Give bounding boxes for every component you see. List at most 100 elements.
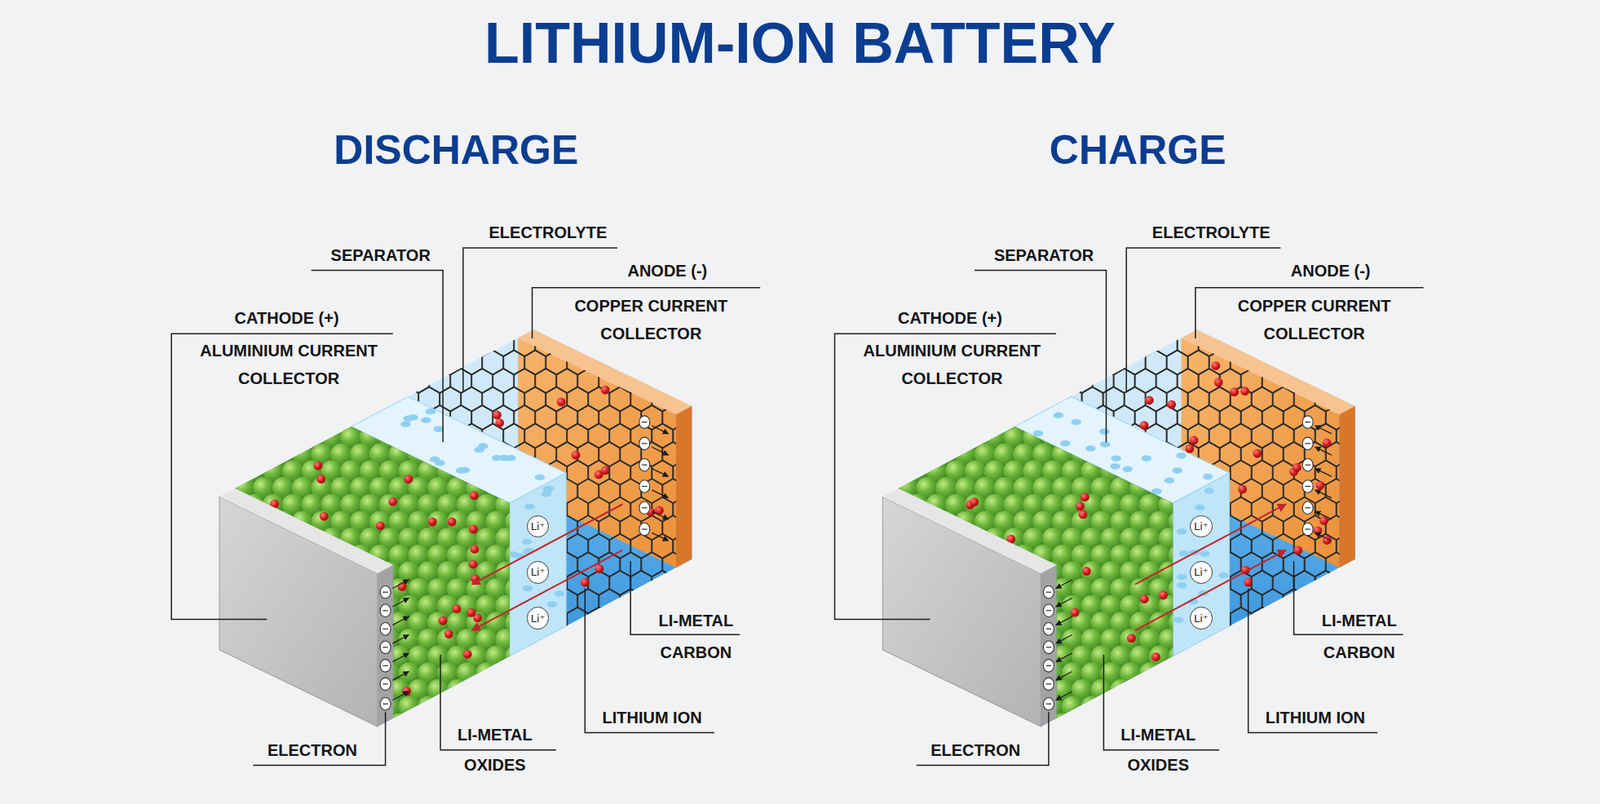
pore (543, 486, 554, 493)
oxide-sphere (466, 443, 488, 465)
lithium-atom (595, 564, 605, 574)
pore (499, 455, 510, 462)
carbon-ring (450, 331, 472, 357)
oxide-sphere (398, 696, 420, 718)
oxide-sphere (1100, 426, 1122, 448)
lithium-atom (438, 616, 448, 626)
oxide-sphere (925, 426, 947, 448)
oxide-sphere (877, 679, 899, 701)
carbon-ring (1219, 331, 1242, 357)
electrons (1043, 415, 1331, 711)
part-label: ALUMINIUM CURRENT COLLECTOR (186, 336, 391, 393)
oxide-sphere (504, 679, 526, 701)
oxide-sphere (1071, 410, 1093, 432)
oxide-sphere (945, 696, 967, 718)
electron-arrow (1056, 671, 1073, 681)
oxide-sphere (954, 410, 977, 432)
oxide-sphere (504, 645, 526, 668)
electron-arrow (1315, 490, 1332, 499)
part-label: CATHODE (+) (897, 307, 1003, 329)
carbon-ring (672, 570, 694, 596)
oxide-sphere (877, 443, 899, 465)
copper-collector-edge (1339, 406, 1355, 568)
carbon-ring (587, 349, 610, 375)
leader-line (171, 333, 394, 619)
copper-collector-edge (676, 406, 692, 568)
pore (522, 585, 534, 593)
oxide-sphere (224, 459, 246, 482)
carbon-ring (471, 331, 493, 357)
oxide-sphere (252, 712, 275, 734)
leader-line (835, 333, 1057, 619)
oxide-sphere (214, 679, 236, 701)
lithium-atom (556, 397, 566, 407)
oxide-sphere (214, 712, 236, 734)
part-label: ELECTRON (267, 739, 358, 761)
pore (1033, 430, 1044, 438)
oxide-sphere (282, 426, 304, 448)
electron (639, 458, 650, 472)
electron-arrow (1056, 653, 1073, 663)
part-label: OXIDES (464, 754, 526, 776)
lithium-atom (319, 512, 329, 522)
pore (1110, 455, 1122, 462)
ion-symbol: Li⁺ (530, 612, 546, 625)
carbon-ring (683, 515, 705, 540)
oxide-sphere (994, 712, 1016, 734)
carbon-ring (1050, 368, 1072, 394)
part-label: OXIDES (1127, 754, 1189, 776)
carbon-ring (1241, 625, 1263, 650)
electron-arrow (651, 490, 668, 499)
ion-symbol: Li⁺ (1193, 612, 1209, 625)
panel-heading: CHARGE (1049, 125, 1227, 175)
lithium-atom (467, 608, 477, 618)
oxide-sphere (897, 712, 919, 734)
battery-cells (171, 247, 1424, 765)
carbon-ring (683, 405, 705, 430)
electron-sign (382, 683, 389, 685)
part-label: ANODE (-) (1290, 260, 1371, 282)
aluminium-collector-edge (377, 565, 394, 727)
oxide-sphere (887, 459, 909, 482)
carbon-ring (1347, 588, 1369, 614)
oxide-sphere (897, 679, 919, 701)
oxide-sphere (233, 712, 255, 734)
carbon-ring (1347, 552, 1369, 577)
oxide-sphere (1149, 410, 1171, 432)
oxide-sphere (301, 696, 323, 718)
lithium-atom (428, 517, 438, 526)
oxide-sphere (446, 443, 469, 465)
carbon-ring (1145, 313, 1167, 338)
oxide-sphere (877, 712, 899, 734)
lithium-atom (1252, 449, 1262, 459)
carbon-ring (1336, 460, 1358, 486)
lithium-atom (1316, 481, 1326, 491)
electron-arrow (392, 691, 409, 701)
ion-flow-arrows (1135, 503, 1287, 631)
lithium-atom (1214, 378, 1224, 388)
electron (639, 522, 650, 536)
oxide-sphere (437, 426, 459, 448)
lithium-atom (1166, 400, 1176, 410)
pore (420, 417, 432, 425)
carbon-ring (1347, 478, 1369, 504)
lithium-atom (1078, 510, 1088, 520)
oxide-sphere (935, 712, 957, 734)
lithium-atom (1144, 396, 1154, 406)
part-label: LI-METAL (658, 609, 734, 632)
carbon-ring (640, 588, 663, 614)
oxide-sphere (252, 410, 275, 432)
lithium-atom (447, 517, 457, 527)
oxide-sphere (262, 426, 284, 448)
oxide-sphere (476, 662, 498, 684)
carbon-ring (1071, 331, 1093, 357)
separator-pores (1033, 412, 1229, 624)
carbon-ring (683, 478, 705, 504)
part-label: ELECTRON (930, 739, 1021, 761)
oxide-sphere (456, 426, 478, 448)
lithium-atom (969, 497, 979, 507)
carbon-ring (1294, 349, 1316, 375)
oxide-sphere (887, 662, 909, 684)
pore (1175, 452, 1187, 460)
